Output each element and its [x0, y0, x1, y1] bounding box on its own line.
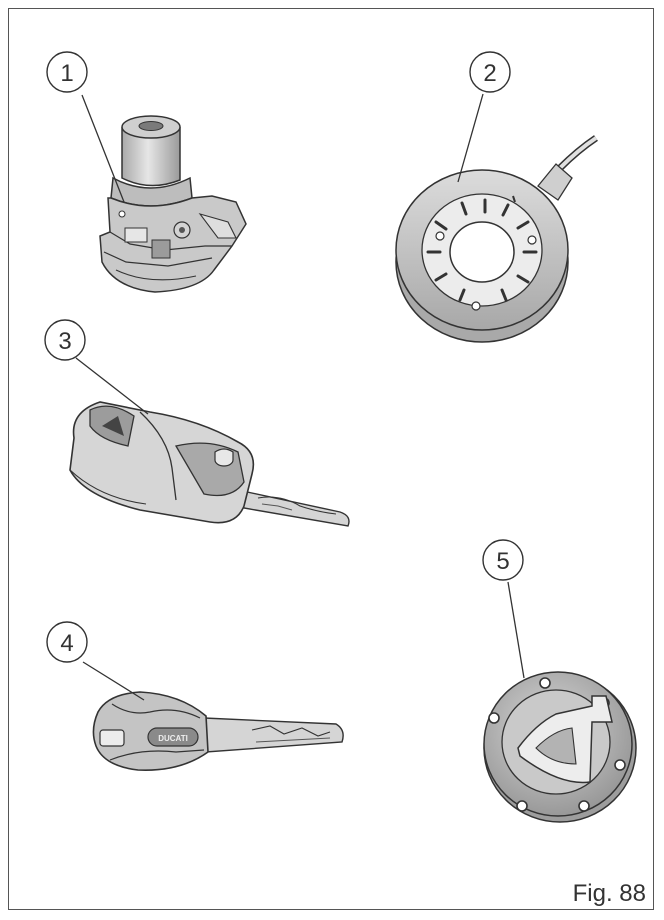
callout-2: 2 — [469, 51, 511, 93]
mechanical-key-part: DUCATI — [92, 691, 344, 771]
callout-leader-5 — [507, 581, 525, 679]
callout-leader-4 — [82, 661, 145, 701]
switch-ring-part — [395, 135, 598, 343]
callout-5: 5 — [482, 539, 524, 581]
callout-3: 3 — [44, 319, 86, 361]
callout-number: 4 — [60, 630, 73, 657]
figure-label: Fig. 88 — [572, 880, 646, 907]
callout-number: 2 — [483, 60, 496, 87]
fuel-cap-part — [483, 671, 637, 823]
key-brand-logo: DUCATI — [158, 734, 188, 743]
callout-leader-2 — [457, 93, 484, 183]
callout-leader-3 — [75, 357, 149, 415]
callout-number: 3 — [58, 328, 71, 355]
callout-1: 1 — [46, 51, 88, 93]
callout-number: 5 — [496, 548, 509, 575]
callout-4: 4 — [46, 621, 88, 663]
figure-frame — [8, 8, 654, 910]
ignition-lock-part — [99, 115, 247, 293]
callout-number: 1 — [60, 60, 73, 87]
remote-key-part — [69, 401, 350, 527]
callout-leader-1 — [81, 94, 125, 203]
